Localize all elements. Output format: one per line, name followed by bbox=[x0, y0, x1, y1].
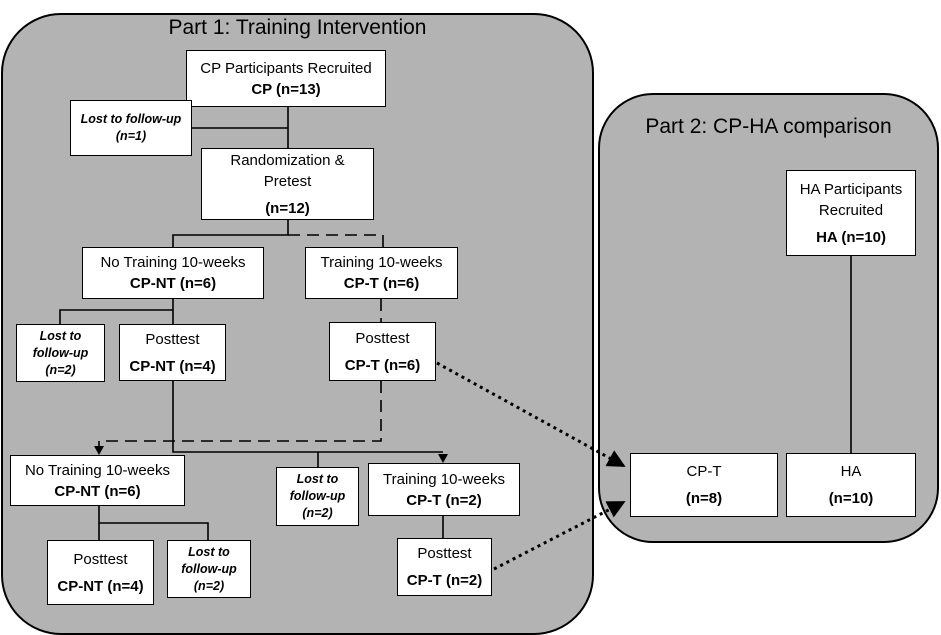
part1-title: Part 1: Training Intervention bbox=[168, 16, 427, 39]
posttest-t2-label: Posttest bbox=[417, 545, 472, 562]
dotted-arrow-t1-to-cpt bbox=[436, 361, 626, 468]
no-training-1-box: No Training 10-weeks CP-NT (n=6) bbox=[82, 247, 264, 299]
cpt-final-label: CP-T bbox=[686, 463, 722, 480]
part2-title: Part 2: CP-HA comparison bbox=[645, 115, 892, 138]
line-nt2-split bbox=[98, 506, 209, 540]
training-1-label: Training 10-weeks bbox=[320, 254, 443, 271]
randomization-label-2: Pretest bbox=[263, 172, 312, 190]
cpt-final-count: (n=8) bbox=[685, 490, 723, 507]
lost-nt2-box: Lost to follow-up (n=2) bbox=[167, 540, 251, 598]
arrowhead-t2 bbox=[438, 454, 448, 463]
posttest-nt1-count: CP-NT (n=4) bbox=[129, 357, 216, 375]
lost-mid-box: Lost to follow-up (n=2) bbox=[276, 467, 359, 526]
dotted-arrow-t2-to-cpt bbox=[493, 500, 626, 571]
posttest-t1-label: Posttest bbox=[355, 329, 410, 347]
cpt-final-box: CP-T (n=8) bbox=[630, 453, 778, 517]
no-training-2-count: CP-NT (n=6) bbox=[54, 482, 141, 500]
arrowhead-nt2 bbox=[94, 446, 104, 455]
ha-recruited-box: HA Participants Recruited HA (n=10) bbox=[786, 170, 916, 256]
line-rand-to-nt1 bbox=[172, 220, 289, 247]
posttest-nt2-box: Posttest CP-NT (n=4) bbox=[47, 540, 154, 605]
line-nt1-split bbox=[59, 299, 174, 324]
no-training-1-count: CP-NT (n=6) bbox=[129, 275, 217, 292]
line-posttest-t1-to-nt2 bbox=[98, 381, 382, 452]
cp-recruited-count: CP (n=13) bbox=[251, 80, 321, 98]
no-training-2-box: No Training 10-weeks CP-NT (n=6) bbox=[10, 455, 185, 506]
lost-top-box: Lost to follow-up (n=1) bbox=[70, 100, 192, 156]
lost-top-label: Lost to follow-up (n=1) bbox=[80, 112, 182, 143]
posttest-t2-count: CP-T (n=2) bbox=[406, 572, 483, 589]
posttest-nt2-count: CP-NT (n=4) bbox=[57, 577, 144, 595]
line-posttest-nt1-down bbox=[172, 381, 443, 453]
lost-nt1-label: Lost to follow-up (n=2) bbox=[32, 328, 89, 377]
posttest-nt1-label: Posttest bbox=[145, 330, 200, 348]
ha-recruited-count: HA (n=10) bbox=[816, 228, 886, 246]
posttest-nt2-label: Posttest bbox=[73, 550, 128, 568]
training-2-box: Training 10-weeks CP-T (n=2) bbox=[368, 463, 520, 516]
no-training-2-label: No Training 10-weeks bbox=[24, 461, 171, 479]
cp-recruited-box: CP Participants Recruited CP (n=13) bbox=[186, 50, 386, 107]
posttest-t1-count: CP-T (n=6) bbox=[344, 356, 421, 374]
ha-recruited-label-1: HA Participants bbox=[799, 180, 903, 198]
no-training-1-label: No Training 10-weeks bbox=[100, 254, 246, 271]
ha-final-count: (n=10) bbox=[828, 490, 874, 507]
ha-recruited-label-2: Recruited bbox=[818, 201, 884, 219]
line-rand-to-t1 bbox=[288, 234, 384, 247]
randomization-count: (n=12) bbox=[265, 199, 310, 217]
ha-final-box: HA (n=10) bbox=[786, 453, 916, 517]
lost-nt2-label: Lost to follow-up (n=2) bbox=[181, 544, 237, 593]
training-1-count: CP-T (n=6) bbox=[343, 275, 420, 292]
randomization-label-1: Randomization & bbox=[230, 151, 345, 169]
cp-recruited-label: CP Participants Recruited bbox=[200, 59, 372, 77]
lost-nt1-box: Lost to follow-up (n=2) bbox=[16, 324, 105, 382]
randomization-box: Randomization & Pretest (n=12) bbox=[201, 148, 374, 220]
training-2-label: Training 10-weeks bbox=[383, 470, 505, 488]
ha-final-label: HA bbox=[840, 463, 862, 480]
training-2-count: CP-T (n=2) bbox=[406, 491, 482, 509]
posttest-nt1-box: Posttest CP-NT (n=4) bbox=[119, 324, 226, 381]
training-1-box: Training 10-weeks CP-T (n=6) bbox=[305, 247, 458, 299]
lost-mid-label: Lost to follow-up (n=2) bbox=[289, 472, 346, 520]
posttest-t1-box: Posttest CP-T (n=6) bbox=[329, 322, 436, 381]
posttest-t2-box: Posttest CP-T (n=2) bbox=[397, 538, 492, 596]
